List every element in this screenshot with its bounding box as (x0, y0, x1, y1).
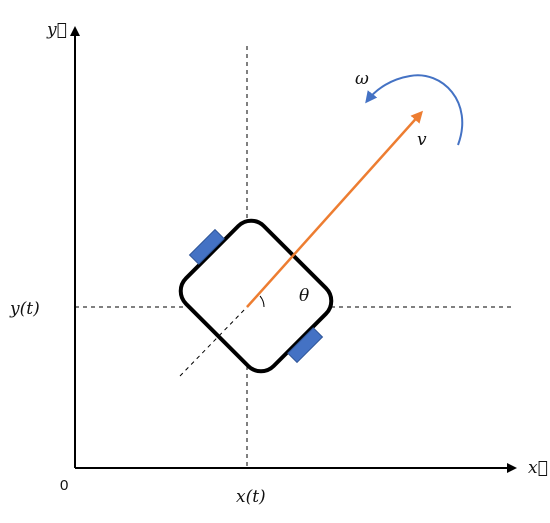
heading-angle-label: θ (299, 286, 309, 306)
velocity-vector (246, 110, 424, 308)
angular-velocity-arrow (365, 74, 464, 146)
x-position-label: x(t) (236, 487, 266, 507)
robot-axle-line (179, 306, 248, 377)
velocity-label: v (417, 130, 427, 150)
left-wheel (188, 228, 225, 265)
y-position-label: y(t) (9, 299, 40, 319)
y-axis-label: y⃗ (46, 20, 67, 40)
x-axis-label: x⃗ (528, 458, 548, 478)
heading-angle-arc (259, 295, 265, 308)
origin-label: 0 (60, 477, 68, 494)
angular-velocity-label: ω (355, 69, 369, 89)
right-wheel (287, 327, 324, 364)
